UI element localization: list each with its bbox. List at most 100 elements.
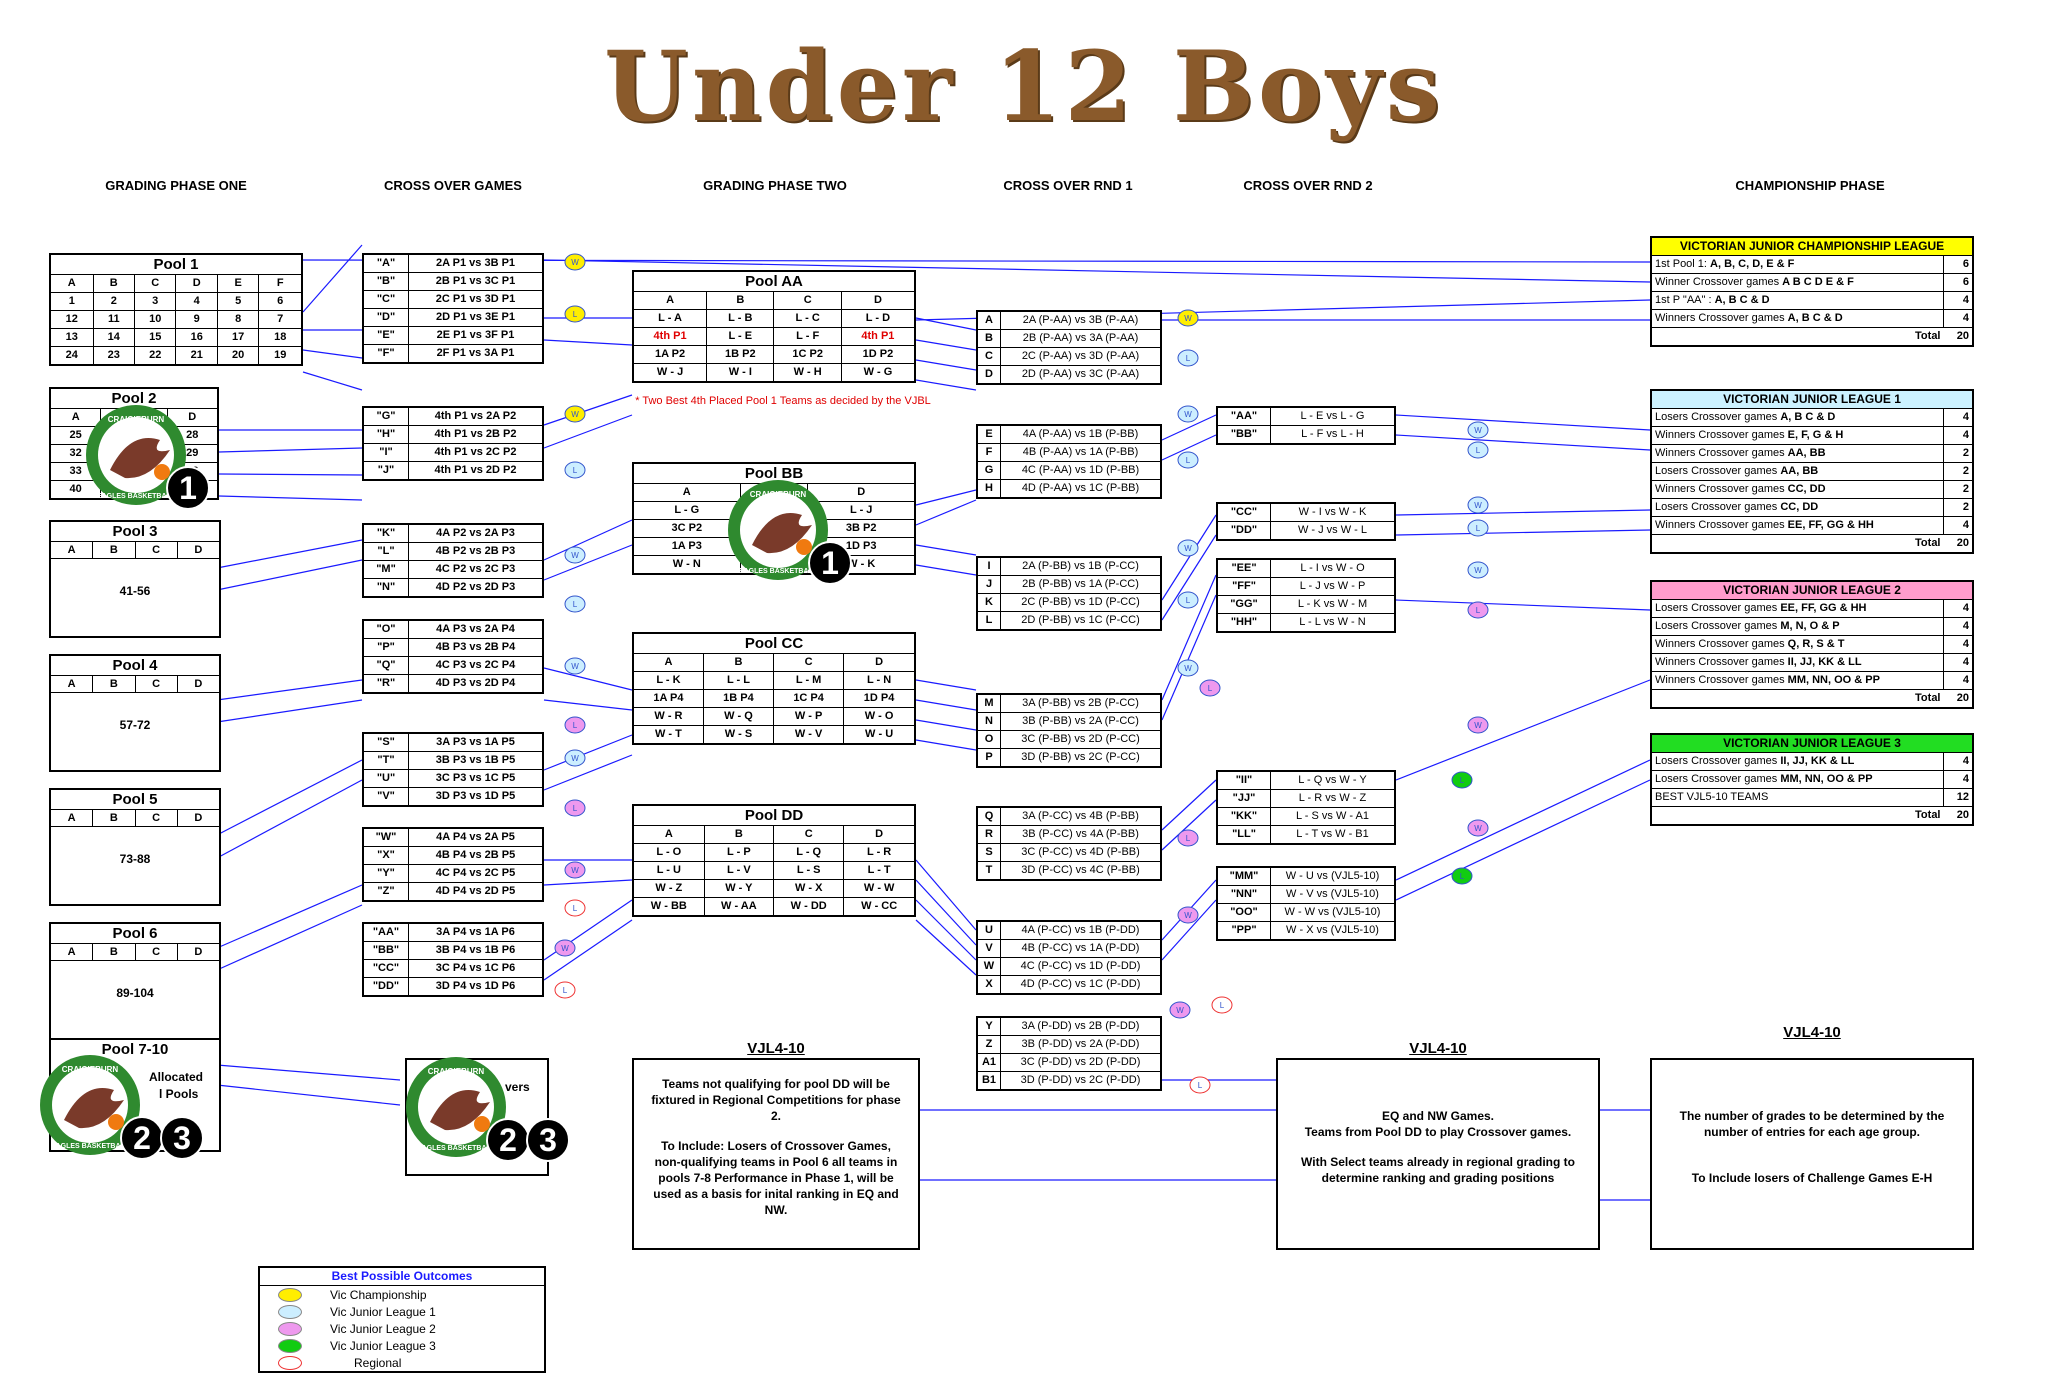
col-header: B	[706, 291, 775, 310]
col-header: C	[773, 291, 842, 310]
total-label: Total	[1915, 692, 1941, 704]
team-cell: 17	[216, 328, 260, 347]
team-cell: L - B	[706, 309, 775, 328]
team-cell: 1B P4	[702, 689, 775, 708]
game-matchup: 3D (P-CC) vs 4C (P-BB)	[1000, 861, 1162, 881]
outcome-marker-icon: W	[1467, 421, 1489, 439]
column-header-grading-one: GRADING PHASE ONE	[105, 178, 247, 193]
col-header: C	[773, 653, 845, 672]
svg-text:W: W	[1176, 1006, 1184, 1015]
row-games: AA, BB	[1787, 447, 1826, 459]
col-header: C	[133, 274, 177, 293]
game-matchup: 4A (P-CC) vs 1B (P-DD)	[1000, 920, 1162, 940]
game-matchup: L - E vs L - G	[1270, 406, 1396, 426]
game-matchup: 4th P1 vs 2B P2	[408, 425, 544, 444]
col-header: A	[632, 653, 704, 672]
outcome-marker-icon: W	[564, 546, 586, 564]
outcome-marker-icon: L	[564, 716, 586, 734]
row-games: M, N, O & P	[1780, 620, 1840, 632]
team-cell: L - M	[773, 671, 845, 690]
crossover-group: "W"4A P4 vs 2A P5"X"4B P4 vs 2B P5"Y"4C …	[362, 827, 544, 902]
game-code: "GG"	[1216, 595, 1271, 614]
outcome-marker-icon: W	[1177, 659, 1199, 677]
yellow-circle-icon	[278, 1287, 302, 1302]
game-matchup: 3D (P-BB) vs 2C (P-CC)	[1000, 748, 1162, 768]
outcome-marker-icon: W	[1177, 405, 1199, 423]
game-matchup: W - V vs (VJL5-10)	[1270, 885, 1396, 904]
game-code: Q	[976, 806, 1001, 826]
team-cell: W - N	[632, 555, 741, 575]
team-cell: 22	[133, 346, 177, 366]
svg-text:W: W	[571, 258, 579, 267]
row-label: Losers Crossover games	[1655, 501, 1781, 513]
team-cell: 16	[175, 328, 218, 347]
game-code: "P"	[362, 638, 409, 657]
outcome-marker-icon: W	[564, 253, 586, 271]
badge-number: 1	[166, 466, 210, 510]
game-matchup: 2B (P-AA) vs 3A (P-AA)	[1000, 329, 1162, 348]
team-cell: W - U	[843, 725, 916, 745]
outcome-marker-icon: L	[1467, 441, 1489, 459]
outcome-marker-icon: W	[1169, 1001, 1191, 1019]
game-matchup: 3B (P-BB) vs 2A (P-CC)	[1000, 712, 1162, 731]
col-header: E	[216, 274, 260, 293]
game-code: "H"	[362, 425, 409, 444]
badge-number: 3	[160, 1116, 204, 1160]
col-header: A	[51, 676, 94, 692]
row-count: 2	[1943, 444, 1974, 463]
game-matchup: L - F vs L - H	[1270, 425, 1396, 445]
game-matchup: 2C P1 vs 3D P1	[408, 290, 544, 309]
row-games: MM, NN, OO & PP	[1787, 674, 1880, 686]
outcome-marker-icon: W	[1467, 561, 1489, 579]
row-count: 4	[1943, 617, 1974, 636]
outcome-marker-icon: W	[554, 939, 576, 957]
game-matchup: 2A (P-BB) vs 1B (P-CC)	[1000, 556, 1162, 576]
game-matchup: 3B (P-CC) vs 4A (P-BB)	[1000, 825, 1162, 844]
game-code: "A"	[362, 253, 409, 273]
column-header-crossover: CROSS OVER GAMES	[384, 178, 522, 193]
game-matchup: 4C (P-AA) vs 1D (P-BB)	[1000, 461, 1162, 480]
team-cell: W - X	[773, 879, 845, 898]
legend-label: Vic Championship	[330, 1287, 427, 1302]
league-title: VICTORIAN JUNIOR LEAGUE 3	[1650, 733, 1974, 753]
team-cell: L - O	[632, 843, 705, 862]
game-code: "E"	[362, 326, 409, 345]
game-code: "R"	[362, 674, 409, 694]
team-cell: W - V	[773, 725, 845, 745]
game-code: "X"	[362, 846, 409, 865]
svg-text:W: W	[1474, 721, 1482, 730]
game-code: "G"	[362, 406, 409, 426]
svg-text:L: L	[1186, 834, 1191, 843]
round-2-group: "EE"L - I vs W - O"FF"L - J vs W - P"GG"…	[1216, 558, 1396, 633]
league-row: Winner Crossover games A B C D E & F	[1650, 273, 1944, 292]
row-games: AA, BB	[1780, 465, 1819, 477]
team-cell: 18	[258, 328, 303, 347]
legend-item: Vic Junior League 3	[260, 1337, 544, 1354]
game-code: H	[976, 479, 1001, 499]
game-code: P	[976, 748, 1001, 768]
game-code: "D"	[362, 308, 409, 327]
game-matchup: L - R vs W - Z	[1270, 789, 1396, 808]
row-games: II, JJ, KK & LL	[1780, 755, 1855, 767]
row-count: 2	[1943, 498, 1974, 517]
game-matchup: 4D (P-CC) vs 1C (P-DD)	[1000, 975, 1162, 995]
game-code: C	[976, 347, 1001, 366]
game-matchup: 4th P1 vs 2A P2	[408, 406, 544, 426]
game-code: O	[976, 730, 1001, 749]
league-title: VICTORIAN JUNIOR LEAGUE 2	[1650, 580, 1974, 600]
vjl-box-2-text: Teams from Pool DD to play Crossover gam…	[1304, 1125, 1572, 1139]
outcome-marker-icon: L	[1177, 829, 1199, 847]
column-header-rnd2: CROSS OVER RND 2	[1243, 178, 1373, 193]
pool-7-10-text: Allocated	[149, 1070, 204, 1084]
game-code: U	[976, 920, 1001, 940]
game-code: "M"	[362, 560, 409, 579]
total-value: 20	[1956, 330, 1969, 342]
col-header: C	[136, 810, 178, 826]
game-matchup: 4A P2 vs 2A P3	[408, 523, 544, 543]
game-matchup: 4A (P-AA) vs 1B (P-BB)	[1000, 424, 1162, 444]
